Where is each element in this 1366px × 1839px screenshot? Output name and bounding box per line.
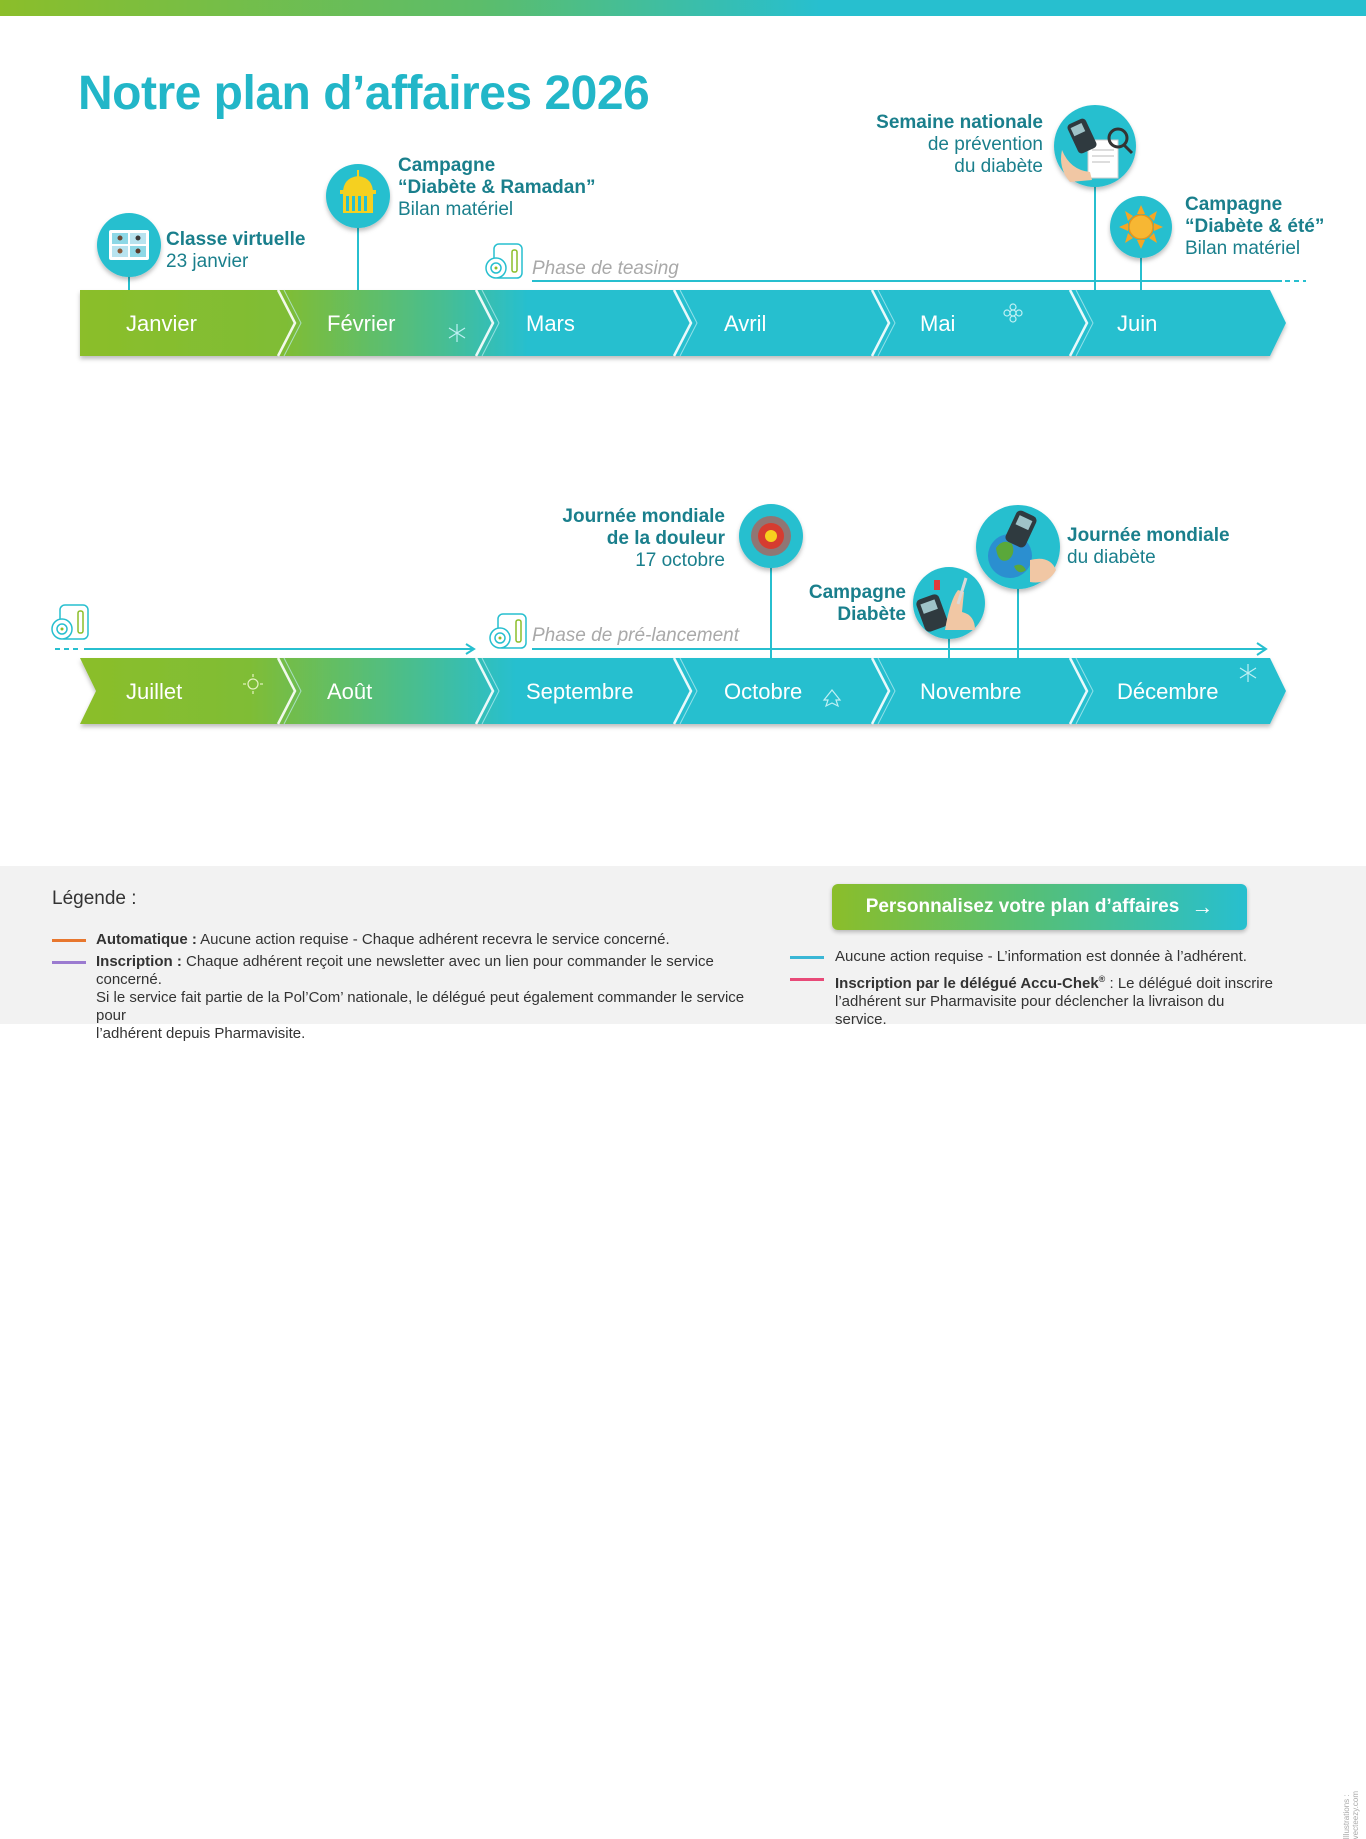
month-aout: Août <box>327 679 372 704</box>
phase-icon <box>489 613 527 649</box>
event-date: 23 janvier <box>166 251 249 272</box>
event-semaine-nationale: Semaine nationale de prévention du diabè… <box>843 112 1043 178</box>
event-campagne-ramadan: Campagne “Diabète & Ramadan” Bilan matér… <box>398 155 595 221</box>
legend-inscription: Inscription : Chaque adhérent reçoit une… <box>96 953 745 1042</box>
month-fevrier: Février <box>327 311 395 336</box>
illustration-credit: Illustrations : vecteezy.com <box>1342 1791 1360 1839</box>
month-separators-2 <box>276 657 1089 725</box>
event-detail: du diabète <box>1067 547 1156 568</box>
month-janvier: Janvier <box>126 311 197 336</box>
timeline-band-2 <box>80 658 1286 724</box>
event-journee-mondiale-diabete: Journée mondiale du diabète <box>1067 525 1230 569</box>
event-title: Campagne <box>398 155 496 176</box>
event-title: Journée mondiale <box>1067 525 1230 546</box>
arrow-right-icon: → <box>1191 894 1214 919</box>
month-juin: Juin <box>1117 311 1157 336</box>
month-separators-1 <box>276 289 1089 357</box>
snowflake-icon <box>1239 664 1257 682</box>
event-title: de la douleur <box>606 528 725 549</box>
legend-automatique: Automatique : Aucune action requise - Ch… <box>96 931 670 948</box>
legend-swatch-pink <box>790 978 824 981</box>
top-gradient-bar <box>0 0 1366 16</box>
event-detail: Bilan matériel <box>398 199 514 220</box>
event-title: “Diabète & Ramadan” <box>398 177 596 198</box>
legend-swatch-blue <box>790 956 824 959</box>
phase-icon <box>485 243 523 279</box>
event-detail: Bilan matériel <box>1185 238 1301 259</box>
event-title: Journée mondiale <box>562 506 725 527</box>
event-detail: du diabète <box>954 156 1043 177</box>
event-campagne-ete: Campagne “Diabète & été” Bilan matériel <box>1185 194 1324 260</box>
month-octobre: Octobre <box>724 679 802 704</box>
event-journee-douleur: Journée mondiale de la douleur 17 octobr… <box>505 506 725 572</box>
sun-outline-icon <box>243 674 263 694</box>
leaf-icon <box>822 689 842 708</box>
legend-title: Légende : <box>52 888 137 909</box>
event-campagne-diabete: Campagne Diabète <box>766 582 906 626</box>
month-mars: Mars <box>526 311 575 336</box>
legend-info: Aucune action requise - L’information es… <box>835 948 1247 965</box>
event-title: “Diabète & été” <box>1185 216 1325 237</box>
month-juillet: Juillet <box>126 679 182 704</box>
phase-teasing-label: Phase de teasing <box>532 258 679 279</box>
event-title: Diabète <box>837 604 906 625</box>
legend-delegue: Inscription par le délégué Accu-Chek® : … <box>835 974 1273 1028</box>
month-decembre: Décembre <box>1117 679 1218 704</box>
page-title: Notre plan d’affaires 2026 <box>78 67 650 120</box>
month-mai: Mai <box>920 311 955 336</box>
timeline-graphic: Janvier Février Mars Avril Mai Juin Phas… <box>51 105 1306 725</box>
phase-prelaunch-label: Phase de pré-lancement <box>532 625 740 646</box>
event-classe-virtuelle: Classe virtuelle 23 janvier <box>166 229 305 273</box>
flower-icon <box>1003 303 1023 323</box>
event-title: Campagne <box>808 582 906 603</box>
month-septembre: Septembre <box>526 679 634 704</box>
legend-swatch-orange <box>52 939 86 942</box>
legend-swatch-purple <box>52 961 86 964</box>
personalize-plan-button[interactable]: Personnalisez votre plan d’affaires → <box>832 884 1247 930</box>
event-title: Campagne <box>1185 194 1283 215</box>
timeline-band-1 <box>80 290 1286 356</box>
event-date: 17 octobre <box>635 550 725 571</box>
event-title: Semaine nationale <box>876 112 1043 133</box>
month-avril: Avril <box>724 311 766 336</box>
event-title: Classe virtuelle <box>166 229 306 250</box>
event-detail: de prévention <box>927 134 1043 155</box>
month-novembre: Novembre <box>920 679 1021 704</box>
cta-label: Personnalisez votre plan d’affaires <box>865 896 1180 917</box>
snowflake-icon <box>448 324 466 342</box>
phase-icon <box>51 604 89 640</box>
